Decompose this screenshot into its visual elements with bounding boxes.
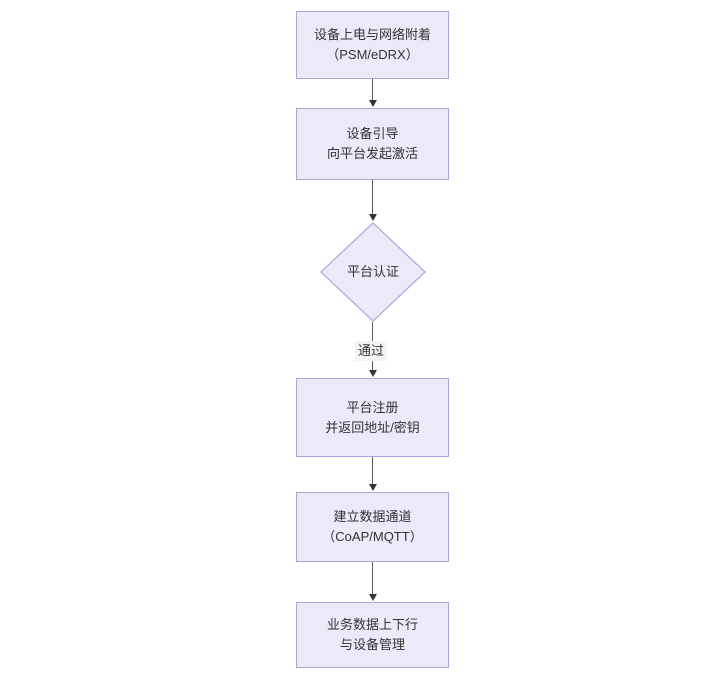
arrowhead-icon xyxy=(369,370,377,377)
arrowhead-icon xyxy=(369,100,377,107)
node-text-line: 平台认证 xyxy=(346,264,399,279)
flow-node-data-channel[interactable]: 建立数据通道 （CoAP/MQTT） xyxy=(296,492,449,562)
node-text-line: 建立数据通道 xyxy=(333,509,412,524)
arrowhead-icon xyxy=(369,484,377,491)
node-text-line: （CoAP/MQTT） xyxy=(322,529,423,544)
connector-line-n2-n3 xyxy=(372,180,373,216)
node-text-line: 设备上电与网络附着 xyxy=(313,27,431,42)
connector-line-n5-n6 xyxy=(372,562,373,595)
flow-node-business-data[interactable]: 业务数据上下行 与设备管理 xyxy=(296,602,449,668)
flow-node-device-bootstrap[interactable]: 设备引导 向平台发起激活 xyxy=(296,108,449,180)
node-text-line: 设备引导 xyxy=(346,126,399,141)
flow-node-device-power-on[interactable]: 设备上电与网络附着 （PSM/eDRX） xyxy=(296,11,449,79)
node-text-line: 向平台发起激活 xyxy=(326,146,418,161)
connector-line-n1-n2 xyxy=(372,79,373,102)
flow-node-platform-register[interactable]: 平台注册 并返回地址/密钥 xyxy=(296,378,449,457)
diamond-shape-icon xyxy=(320,222,426,322)
flow-node-platform-auth[interactable]: 平台认证 xyxy=(320,222,426,322)
arrowhead-icon xyxy=(369,214,377,221)
arrowhead-icon xyxy=(369,594,377,601)
node-text-line: 平台注册 xyxy=(346,399,399,415)
node-text-line: 业务数据上下行 xyxy=(326,617,418,632)
connector-line-n4-n5 xyxy=(372,457,373,487)
node-text-line: 并返回地址/密钥 xyxy=(325,419,420,435)
node-text-line: （PSM/eDRX） xyxy=(326,47,419,62)
edge-label-pass: 通过 xyxy=(355,341,388,361)
node-text-line: 与设备管理 xyxy=(339,637,405,652)
